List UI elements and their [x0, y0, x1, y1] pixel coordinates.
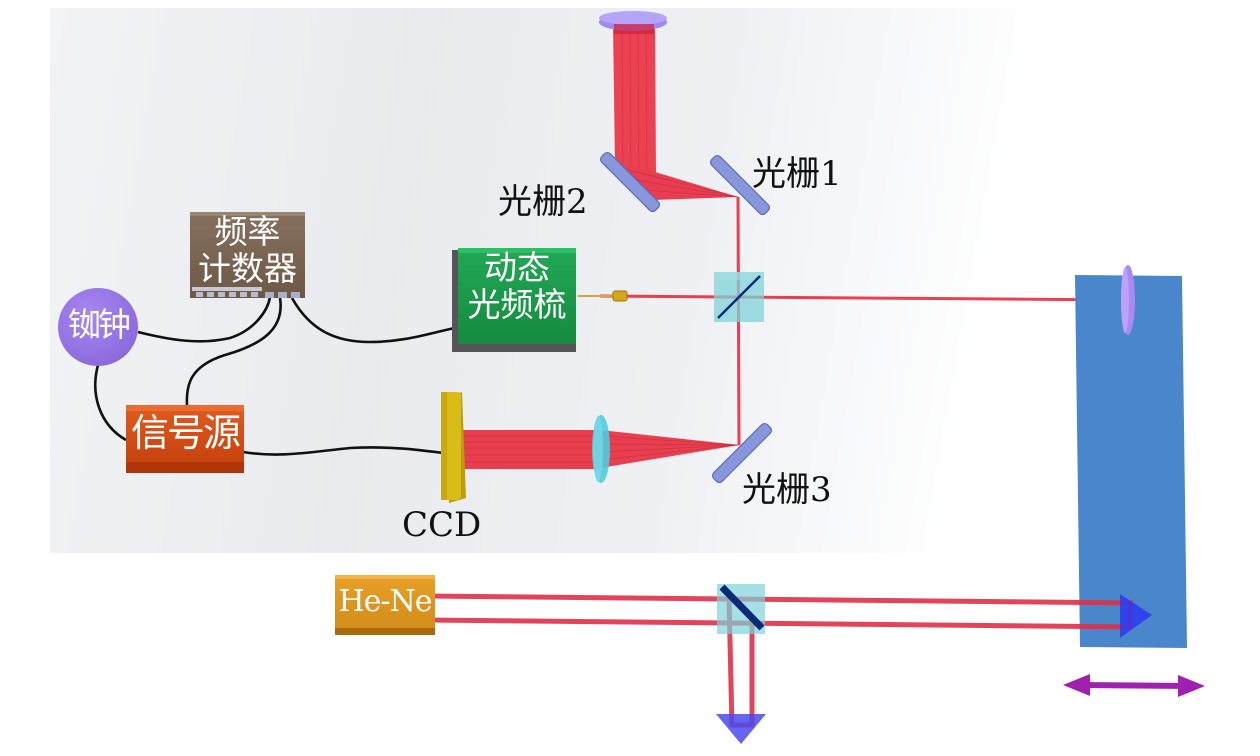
- rubidium-clock-label: 铷钟: [68, 305, 131, 344]
- beam-lens-to-ccd: [462, 430, 602, 469]
- wire-counter-to-signal: [185, 297, 282, 406]
- grating-2: [599, 151, 661, 213]
- top-mirror: [599, 11, 667, 34]
- ccd-label: CCD: [402, 505, 482, 545]
- grating-2-label: 光栅2: [498, 182, 588, 222]
- motion-arrow-icon: [1063, 674, 1205, 697]
- beam-comb-to-stage: [599, 294, 1129, 302]
- beams-lower: [431, 593, 1134, 728]
- stage-mirror: [1121, 265, 1135, 335]
- dynamic-comb-line2: 光频梳: [467, 284, 567, 324]
- wires: [94, 296, 456, 456]
- grating-1: [709, 154, 771, 216]
- frequency-counter-line2: 计数器: [198, 248, 297, 288]
- dynamic-comb: [452, 248, 576, 352]
- moving-stage: [1075, 275, 1187, 648]
- rubidium-clock: [58, 288, 138, 366]
- signal-source-label: 信号源: [130, 411, 241, 455]
- ccd-detector: [441, 392, 466, 503]
- background-lower: [0, 553, 1260, 756]
- frequency-counter-label: 频率 计数器: [190, 212, 305, 288]
- lens: [592, 415, 610, 483]
- wire-signal-to-ccd: [242, 446, 444, 456]
- dynamic-comb-line1: 动态: [484, 248, 550, 287]
- wire-rb-to-counter: [137, 296, 272, 343]
- grating-1-label: 光栅1: [752, 154, 842, 194]
- wire-rb-to-signal: [94, 364, 127, 442]
- grating-3: [711, 422, 773, 484]
- beam-mirror-to-grating2: [613, 25, 656, 175]
- signal-source: [126, 405, 244, 473]
- beam-splitter-lower: [717, 584, 765, 634]
- corner-cube-stage: [1120, 594, 1152, 638]
- frequency-counter: [190, 212, 305, 298]
- fiber-connector: [612, 290, 628, 302]
- grating-3-label: 光栅3: [742, 470, 832, 510]
- hene-laser-label: He-Ne: [338, 584, 432, 619]
- beams-upper: [462, 24, 1129, 469]
- beam-grating3-to-lens: [600, 430, 739, 468]
- dynamic-comb-label: 动态 光频梳: [458, 248, 576, 324]
- corner-cube-bottom: [716, 714, 766, 744]
- beam-hene-lower: [431, 617, 1134, 630]
- beam-hene-upper: [431, 593, 1134, 606]
- beam-splitter-upper: [714, 272, 764, 322]
- frequency-counter-line1: 频率: [214, 212, 281, 251]
- hene-laser: [335, 575, 435, 635]
- wire-counter-to-comb: [290, 297, 456, 344]
